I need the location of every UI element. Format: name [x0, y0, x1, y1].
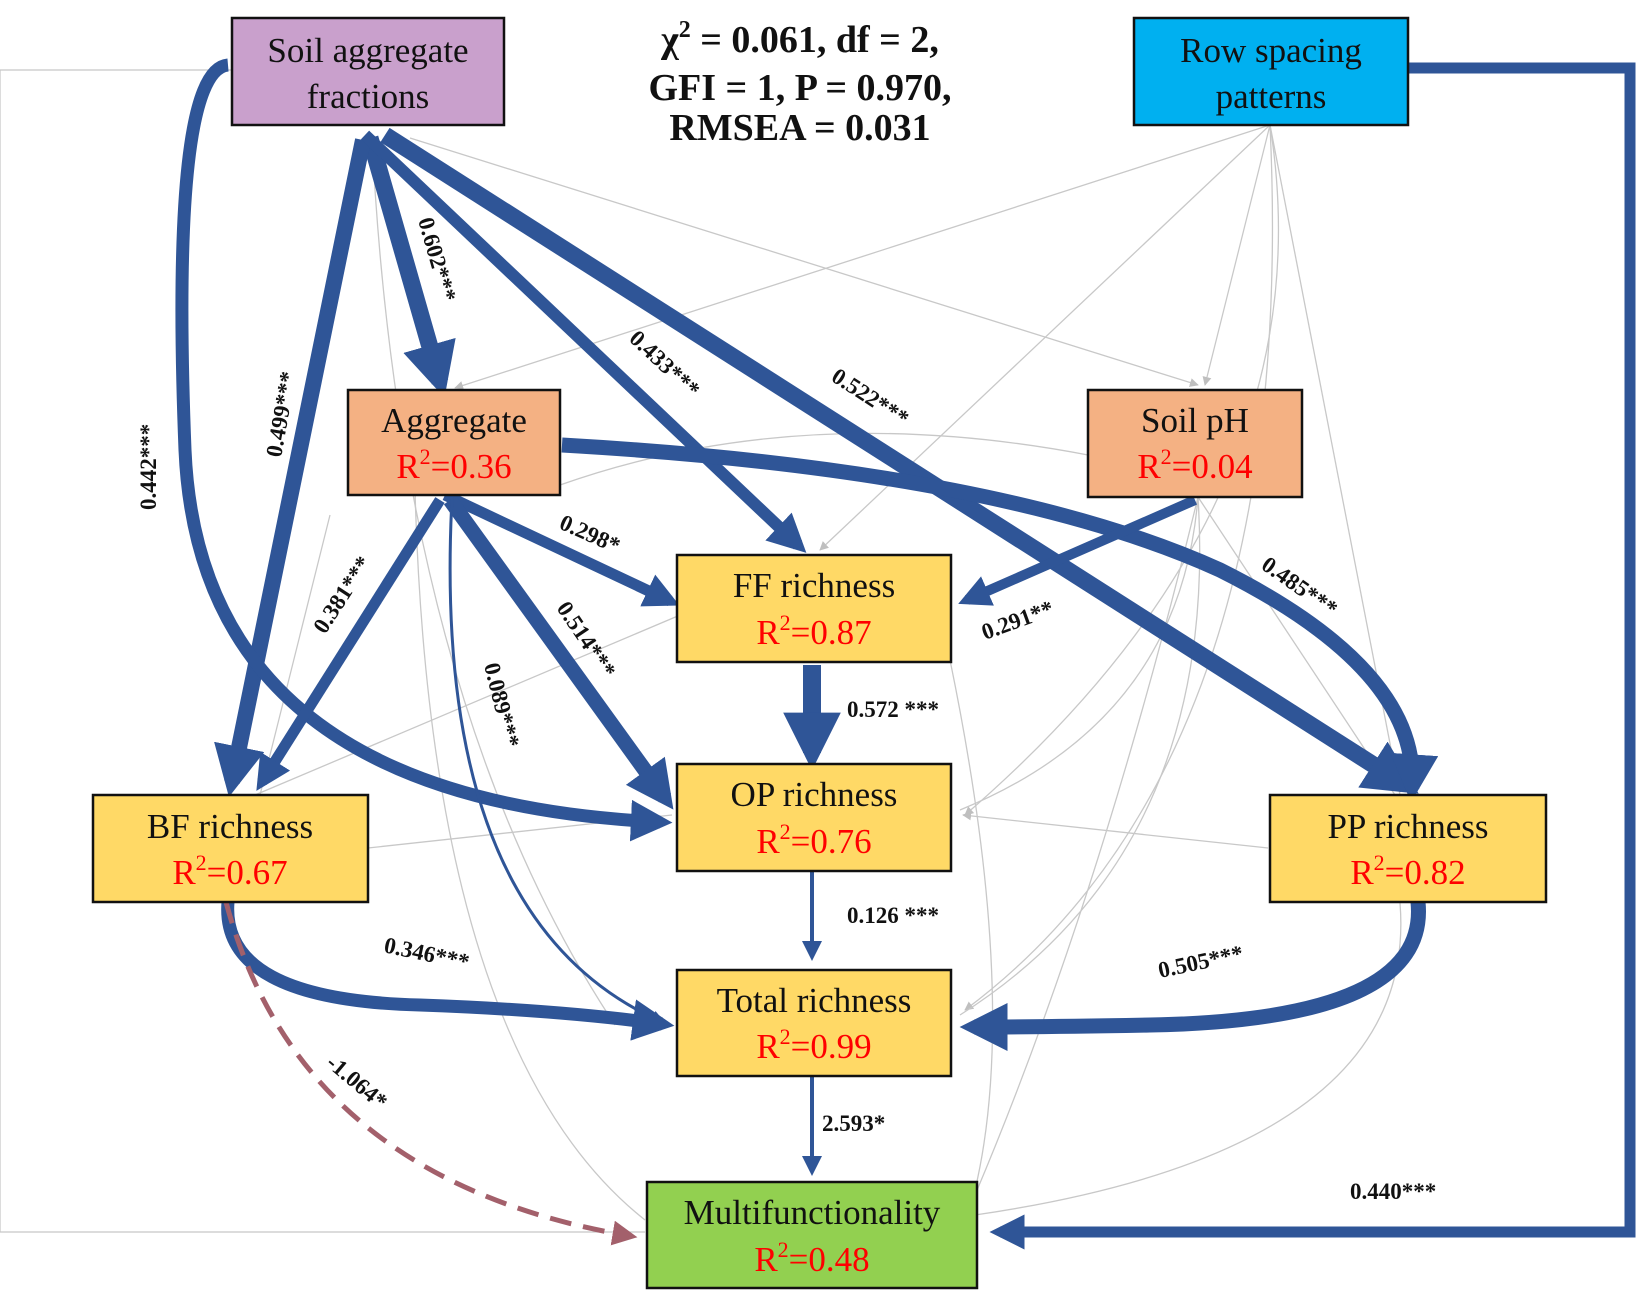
node-box-soil-ph [1086, 388, 1304, 499]
path-saf-ff [360, 130, 807, 553]
path-saf-op [175, 58, 673, 842]
path-saf-pp [380, 127, 1419, 794]
node-bf-richness: BF richness R2=0.67 [91, 793, 370, 904]
node-box-saf [230, 16, 506, 127]
path-pp-op-grey [962, 811, 1269, 849]
node-total-richness: Total richness R2=0.99 [675, 968, 953, 1078]
path-saf-aggregate [361, 135, 456, 398]
node-soil-ph: Soil pH R2=0.04 [1086, 388, 1304, 499]
node-total-label: Total richness [717, 981, 912, 1020]
node-row-line2: patterns [1216, 77, 1327, 116]
path-agg-total [448, 497, 667, 1025]
node-box-op [675, 762, 953, 873]
node-soil-aggregate-fractions: Soil aggregate fractions [230, 16, 506, 127]
node-box-bf [91, 793, 370, 904]
path-saf-multi-grey [0, 69, 645, 1233]
coef-op-total: 0.126 *** [847, 903, 939, 928]
node-aggregate-label: Aggregate [381, 401, 527, 440]
node-bf-r2: R2=0.67 [172, 850, 287, 892]
node-soil-ph-label: Soil pH [1141, 401, 1249, 440]
path-agg-op [443, 495, 674, 810]
coef-total-multi: 2.593* [822, 1111, 885, 1136]
nodes: Soil aggregate fractions Row spacing pat… [91, 16, 1548, 1290]
node-ff-label: FF richness [733, 566, 895, 605]
node-box-row [1132, 16, 1410, 127]
node-op-r2: R2=0.76 [756, 819, 871, 861]
path-ph-ff [958, 495, 1198, 606]
path-agg-ff [442, 490, 680, 607]
node-pp-richness: PP richness R2=0.82 [1268, 793, 1548, 904]
coef-bf-multi: -1.064* [322, 1050, 392, 1115]
node-pp-r2: R2=0.82 [1350, 850, 1465, 892]
path-bf-multi-negative [223, 901, 638, 1246]
path-aggleft-bf-grey [259, 514, 331, 796]
path-pp-multi-grey [974, 902, 1402, 1216]
coef-agg-total: 0.089*** [479, 660, 524, 750]
path-ff-bf-grey [254, 609, 693, 796]
node-multi-label: Multifunctionality [684, 1193, 941, 1232]
node-box-ff [675, 553, 953, 664]
path-agg-pp [561, 437, 1439, 803]
node-saf-line2: fractions [307, 77, 429, 116]
coef-ff-op: 0.572 *** [847, 697, 939, 722]
path-row-ph-grey [1202, 124, 1271, 386]
coef-agg-op: 0.514*** [552, 597, 621, 682]
path-agg-bf [256, 497, 445, 791]
significant-paths [175, 58, 1636, 1250]
coef-row-multi: 0.440*** [1350, 1179, 1436, 1204]
fit-line-2: GFI = 1, P = 0.970, [649, 67, 952, 109]
node-multifunctionality: Multifunctionality R2=0.48 [645, 1180, 979, 1290]
path-pp-total [959, 901, 1426, 1051]
path-agg-multi-grey [414, 489, 646, 1221]
node-aggregate-r2: R2=0.36 [396, 444, 511, 486]
fit-line-1: χ2 = 0.061, df = 2, [660, 17, 939, 61]
node-box-aggregate [346, 388, 562, 497]
path-ph-total-grey [959, 496, 1201, 1016]
model-fit-stats: χ2 = 0.061, df = 2, GFI = 1, P = 0.970, … [649, 17, 952, 149]
node-ff-r2: R2=0.87 [756, 610, 871, 652]
path-saf-bf [214, 138, 371, 798]
node-op-label: OP richness [731, 775, 898, 814]
node-ff-richness: FF richness R2=0.87 [675, 553, 953, 664]
coef-pp-total: 0.505*** [1156, 941, 1246, 983]
path-saf-ph-grey [409, 137, 1199, 387]
node-aggregate: Aggregate R2=0.36 [346, 388, 562, 497]
path-saf-total-grey [371, 137, 616, 1026]
coef-ph-ff: 0.291** [978, 596, 1057, 645]
node-bf-label: BF richness [147, 807, 313, 846]
node-saf-line1: Soil aggregate [267, 31, 468, 70]
node-total-r2: R2=0.99 [756, 1024, 871, 1066]
path-row-multi [989, 62, 1636, 1250]
node-multi-r2: R2=0.48 [754, 1237, 869, 1279]
node-soil-ph-r2: R2=0.04 [1137, 444, 1252, 486]
path-ph-multi-grey [974, 496, 1199, 1196]
node-row-line1: Row spacing [1180, 31, 1362, 70]
path-agg-ph-grey [559, 432, 1089, 486]
path-ff-multi-grey [949, 659, 994, 1191]
coef-bf-total: 0.346*** [382, 932, 472, 974]
coef-saf-op: 0.442*** [136, 424, 161, 510]
node-box-pp [1268, 793, 1548, 904]
node-op-richness: OP richness R2=0.76 [675, 762, 953, 873]
node-box-multi [645, 1180, 979, 1290]
fit-line-3: RMSEA = 0.031 [669, 107, 930, 149]
node-pp-label: PP richness [1327, 807, 1488, 846]
node-row-spacing-patterns: Row spacing patterns [1132, 16, 1410, 127]
node-box-total [675, 968, 953, 1078]
